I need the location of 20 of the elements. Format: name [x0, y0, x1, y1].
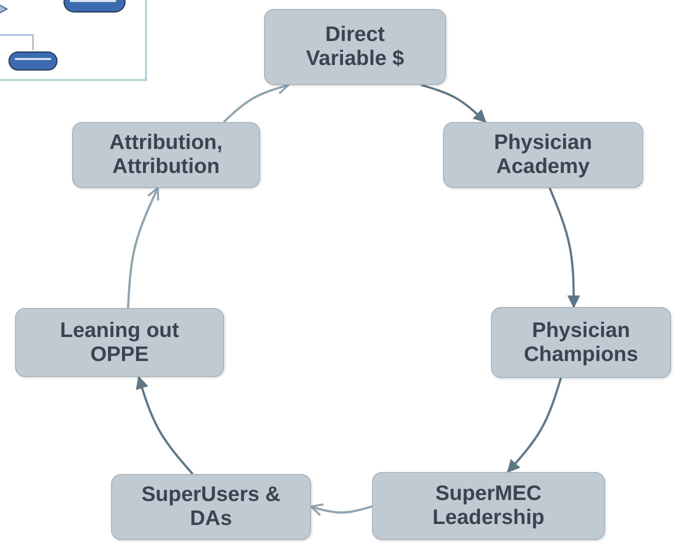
box-label: Leaning out OPPE: [59, 318, 180, 366]
arrow: [420, 84, 486, 123]
arrow: [506, 378, 562, 473]
process-box: [372, 472, 605, 540]
arrow: [136, 376, 194, 475]
box-label: Attribution, Attribution: [108, 131, 224, 179]
process-box: [15, 308, 224, 377]
process-box: [264, 9, 446, 85]
box-label: Physician Champions: [522, 318, 640, 366]
process-box: [72, 122, 260, 188]
process-box: [443, 122, 643, 188]
process-box: [111, 474, 311, 540]
box-label: SuperUsers & DAs: [140, 483, 282, 531]
arrow: [548, 188, 580, 308]
box-label: SuperMEC Leadership: [431, 482, 546, 530]
arrow: [126, 187, 160, 308]
process-box: [491, 307, 671, 378]
box-label: Physician Academy: [492, 131, 594, 179]
box-label: Direct Variable $: [304, 23, 406, 71]
arrow: [310, 503, 372, 516]
